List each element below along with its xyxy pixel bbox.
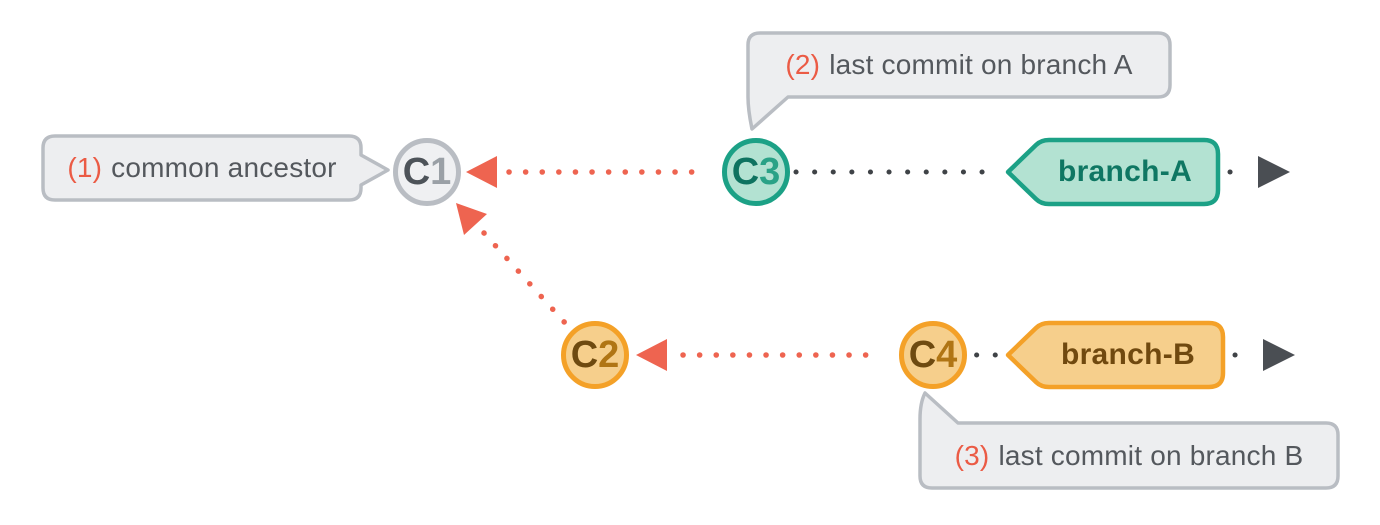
- parent-link-c2-c1-dots: [481, 230, 569, 327]
- callout-2-number: (2): [785, 49, 821, 80]
- commit-c3-letter: C: [731, 150, 759, 193]
- branch-b-label: branch-B: [1060, 338, 1196, 371]
- callout-1-bubble: [41, 134, 390, 202]
- branch-a-label: branch-A: [1057, 155, 1193, 188]
- commit-c3-digit: 3: [759, 150, 780, 193]
- branch-a-badge-shape: [1005, 137, 1221, 207]
- callout-1-label: common ancestor: [111, 152, 337, 183]
- commit-c1-letter: C: [402, 150, 430, 193]
- branch-b-timeline-arrow: [1263, 339, 1295, 371]
- parent-link-c4-c2-arrowhead: [636, 339, 667, 371]
- callout-last-commit-branch-b: (3) last commit on branch B: [920, 423, 1338, 488]
- commit-c4-letter: C: [908, 333, 936, 376]
- callout-last-commit-branch-a: (2) last commit on branch A: [748, 33, 1170, 97]
- commit-c4-digit: 4: [936, 333, 957, 376]
- parent-link-c3-c1-arrowhead: [466, 156, 497, 188]
- commit-c2-letter: C: [570, 333, 598, 376]
- callout-2-bubble: [746, 31, 1172, 131]
- parent-link-c2-c1-arrowhead: [456, 203, 487, 235]
- branch-a-timeline-arrow: [1258, 156, 1290, 188]
- commit-c2-digit: 2: [598, 333, 619, 376]
- branch-b-badge-shape: [1005, 320, 1226, 390]
- callout-1-number: (1): [67, 152, 103, 183]
- callout-common-ancestor: (1) common ancestor: [43, 136, 361, 200]
- callout-3-bubble: [918, 391, 1340, 490]
- callout-3-number: (3): [954, 439, 990, 471]
- callout-2-label: last commit on branch A: [829, 49, 1133, 80]
- commit-c1-digit: 1: [430, 150, 451, 193]
- callout-3-label: last commit on branch B: [998, 439, 1304, 471]
